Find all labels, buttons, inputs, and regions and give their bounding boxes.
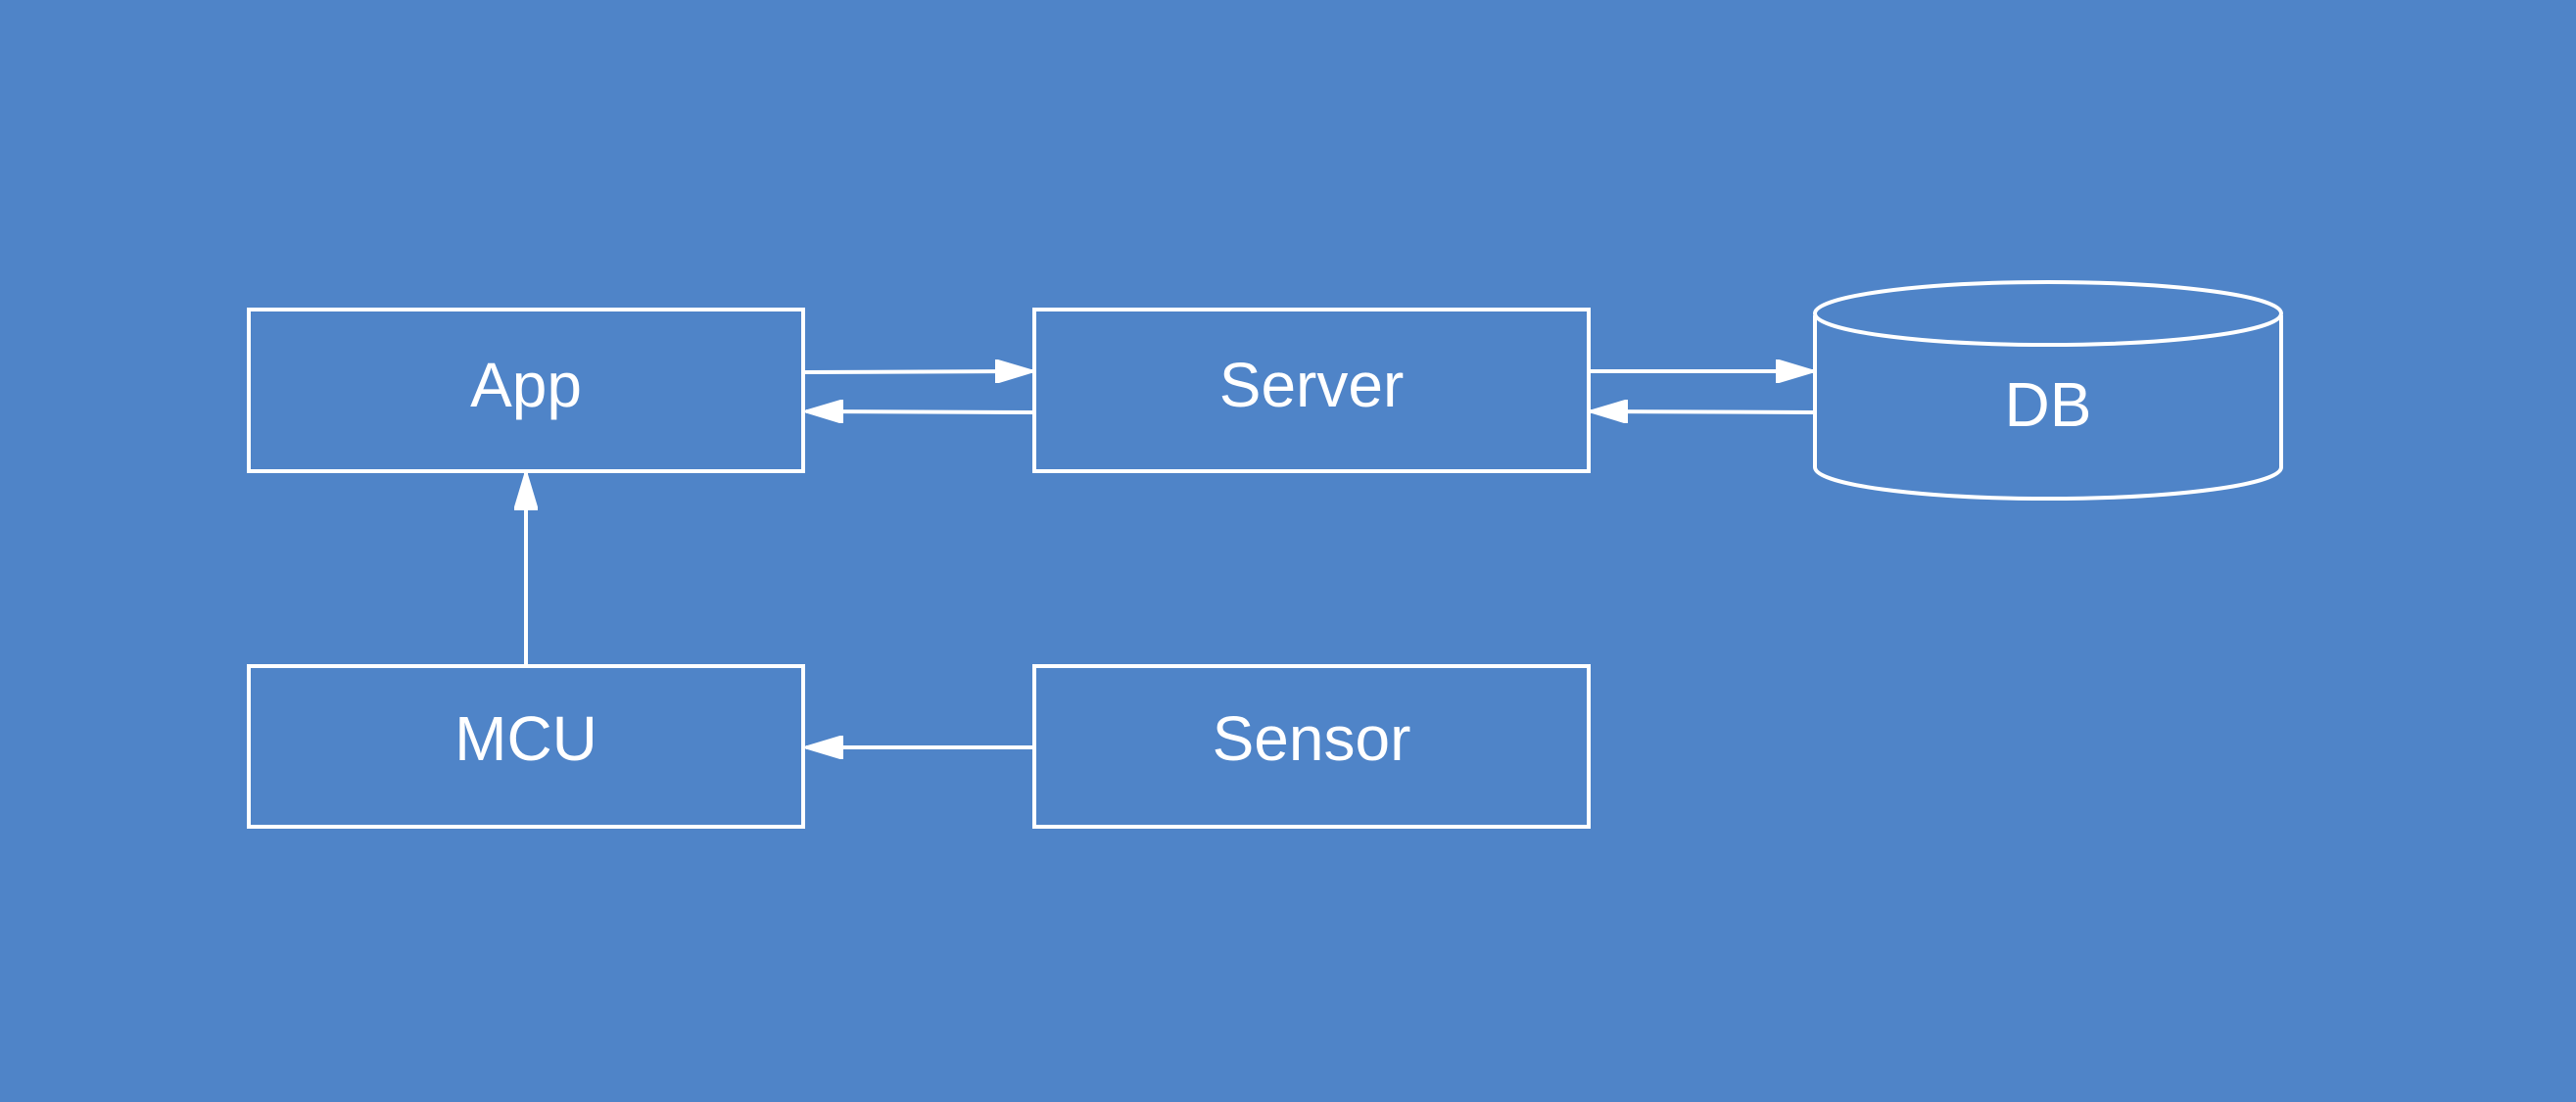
server-label: Server: [1219, 350, 1405, 420]
db-label: DB: [2005, 369, 2092, 440]
db-node[interactable]: DB: [1813, 280, 2283, 501]
mcu-node[interactable]: MCU: [247, 664, 805, 829]
sensor-node[interactable]: Sensor: [1032, 664, 1591, 829]
sensor-label: Sensor: [1213, 703, 1411, 774]
edge-app-to-server: [804, 371, 1032, 372]
edge-server-to-app: [806, 411, 1033, 412]
server-node[interactable]: Server: [1032, 308, 1591, 473]
mcu-box: [247, 664, 805, 829]
db-cylinder-top: [1813, 280, 2283, 347]
app-label: App: [470, 350, 582, 420]
app-node[interactable]: App: [247, 308, 805, 473]
db-cylinder-body: [1813, 315, 2283, 501]
server-box: [1032, 308, 1591, 473]
sensor-box: [1032, 664, 1591, 829]
mcu-label: MCU: [454, 703, 597, 774]
edge-db-to-server: [1591, 411, 1814, 412]
